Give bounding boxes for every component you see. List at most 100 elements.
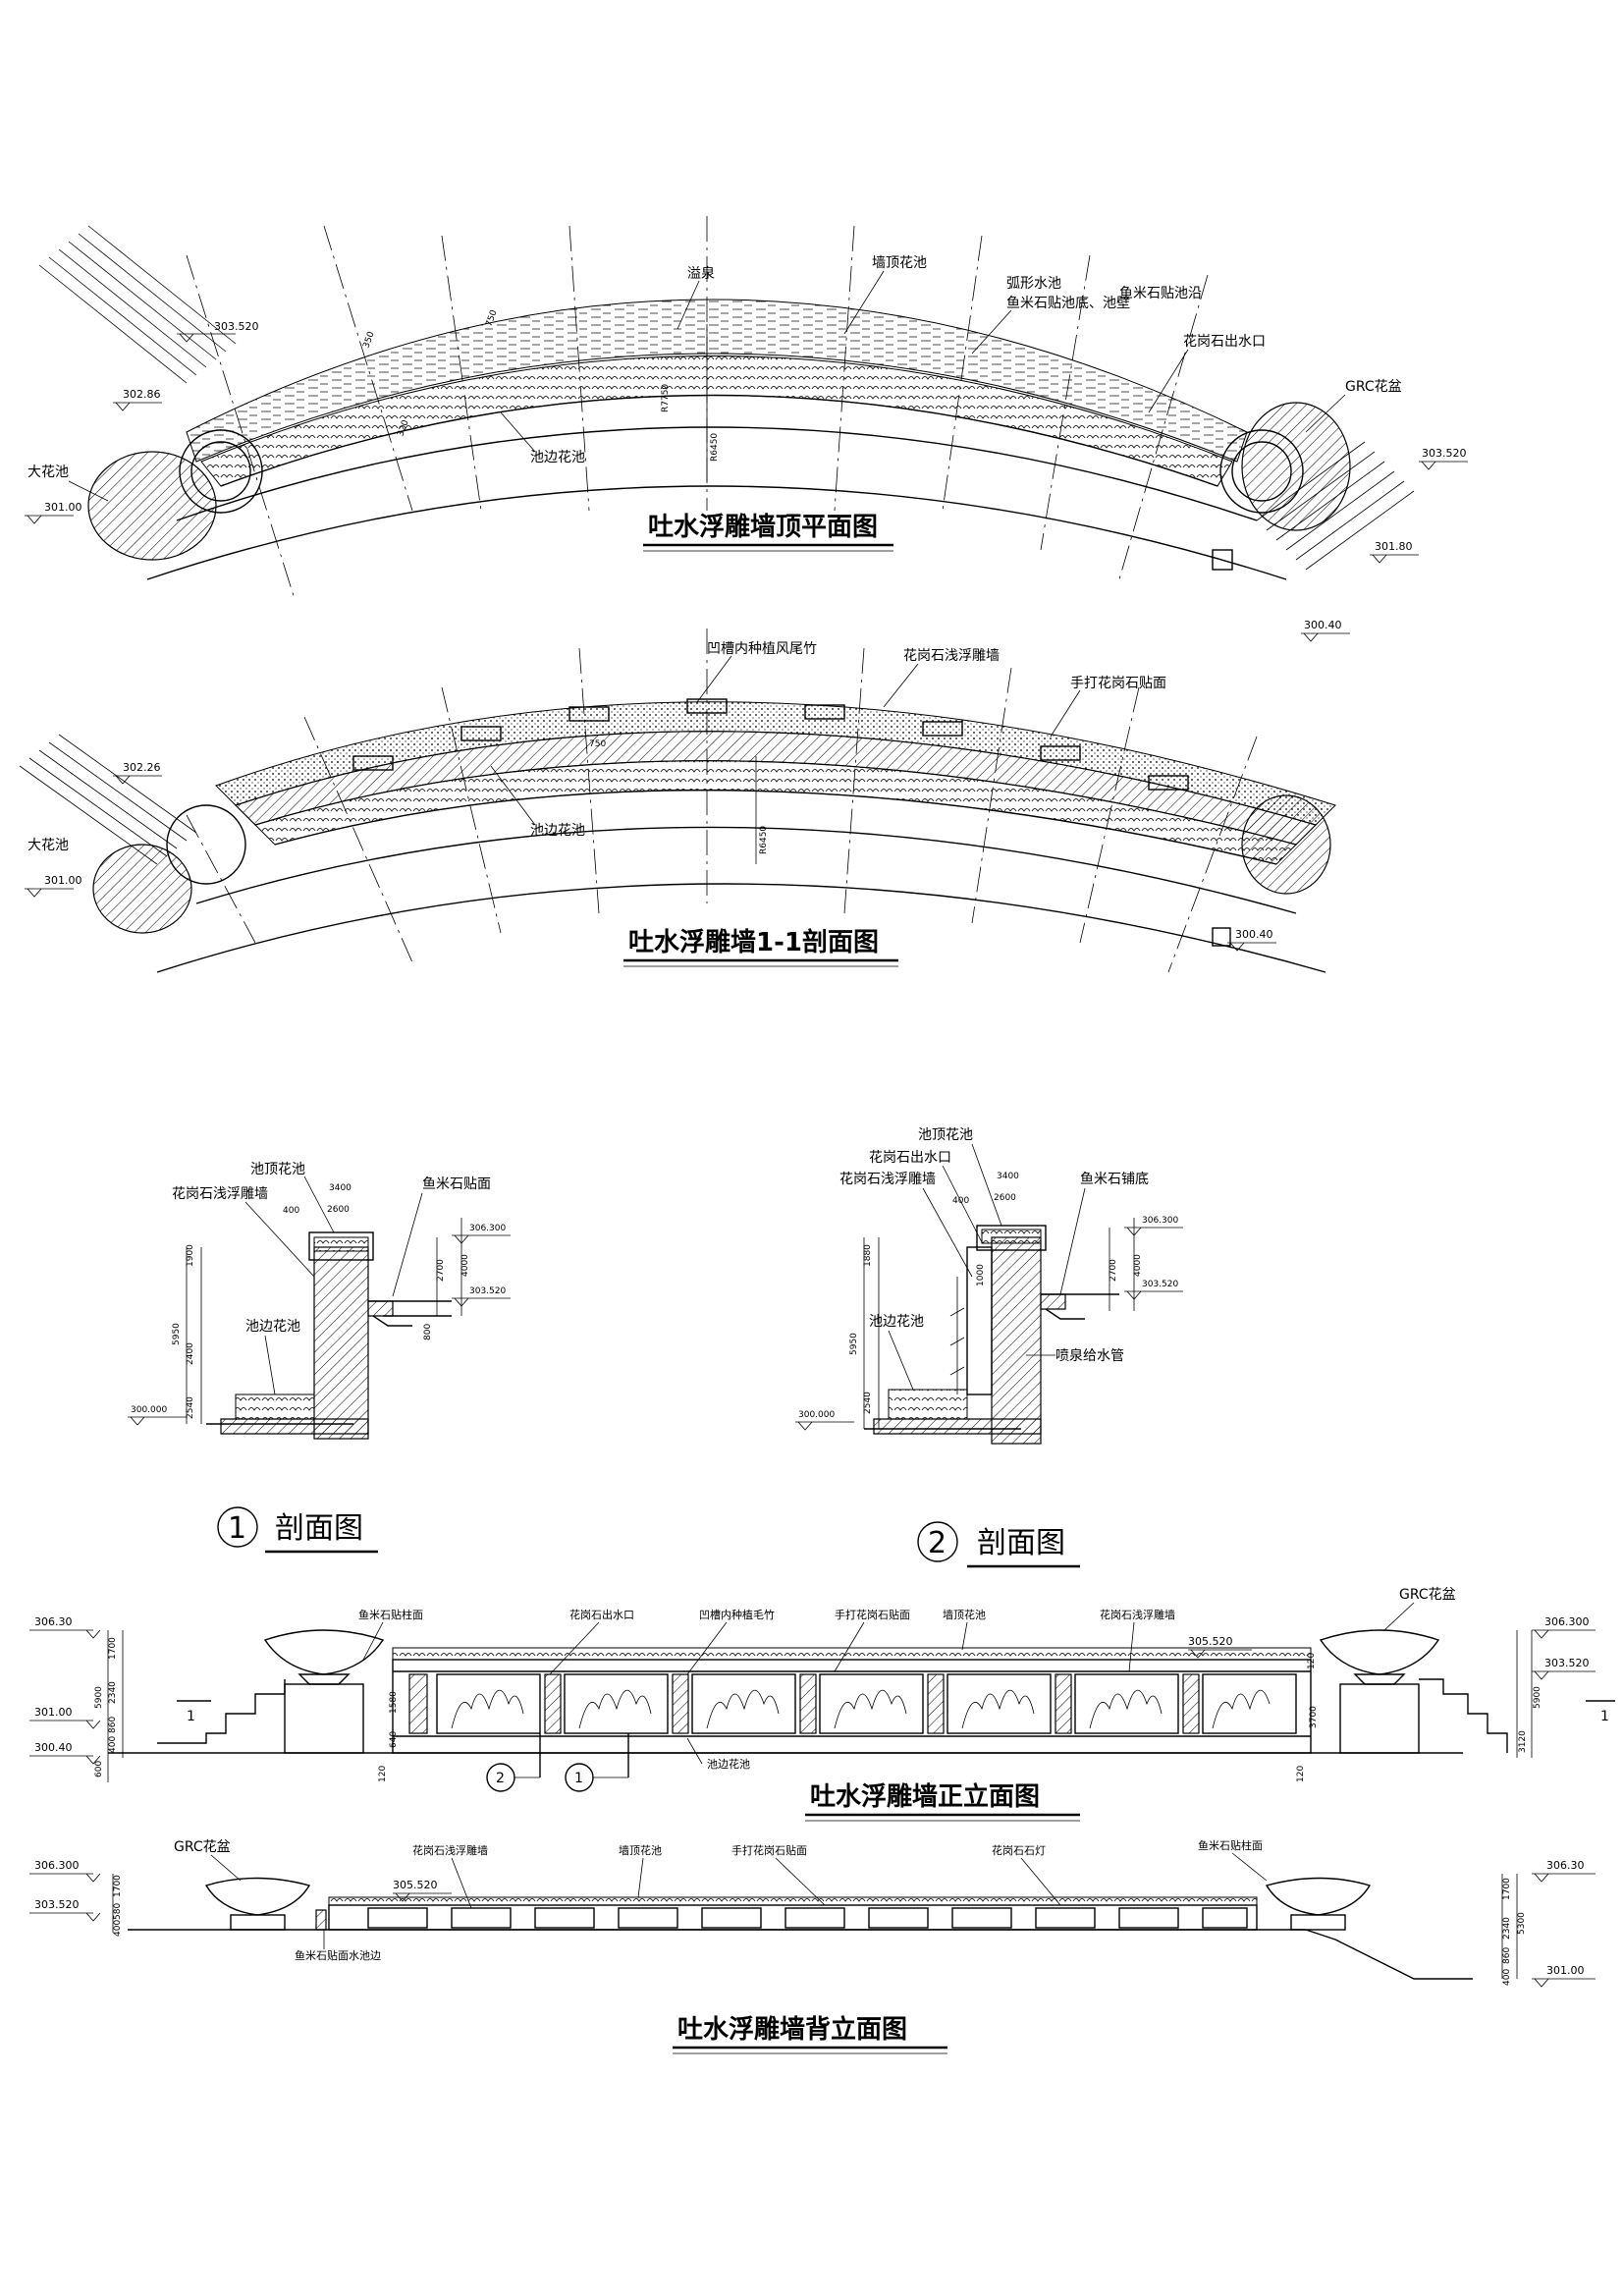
d2-label-top-planter: 池顶花池 [918, 1127, 973, 1143]
plan-title: 吐水浮雕墙顶平面图 [648, 513, 878, 542]
d2-label-granite-outlet: 花岗石出水口 [869, 1150, 951, 1166]
s11-elev-2: 301.00 [25, 874, 82, 898]
back-leader-3 [637, 1857, 644, 1898]
s11-dim-750: 750 [589, 739, 606, 749]
front-left-pot [263, 1629, 385, 1675]
back-leader-2 [451, 1857, 472, 1909]
d2-top-planter [976, 1225, 1047, 1251]
d2-wall [991, 1236, 1042, 1445]
front-left-pot-base [298, 1673, 351, 1685]
s11-label-hand-granite: 手打花岗石贴面 [1070, 675, 1166, 691]
front-dim-h: 1580 [389, 1691, 399, 1714]
s11-label-big-planter: 大花池 [27, 838, 69, 853]
plan-elev-6: 300.40 [1301, 619, 1350, 642]
d1-dim-h5: 2700 [436, 1259, 446, 1282]
front-outlets [408, 1673, 1200, 1734]
front-relief-panels [436, 1673, 1297, 1734]
svg-text:306.300: 306.300 [34, 1859, 80, 1872]
back-elev-r2: 301.00 [1532, 1964, 1596, 1988]
svg-text:303.520: 303.520 [214, 320, 259, 333]
d2-leader-3 [922, 1187, 973, 1278]
d1-top-planter-fill [313, 1236, 369, 1252]
d2-dim-h5: 4000 [1133, 1254, 1143, 1277]
front-title: 吐水浮雕墙正立面图 [810, 1781, 1040, 1812]
front-left-column [284, 1683, 364, 1754]
s11-label-groove-bamboo: 凹槽内种植风尾竹 [707, 641, 817, 657]
back-dim-c: 400 [113, 1920, 123, 1937]
d1-dim-h6: 4000 [460, 1254, 470, 1277]
d1-dim-w1: 3400 [329, 1183, 352, 1193]
front-leader-3 [686, 1621, 728, 1675]
back-elev-mid: 305.520 [393, 1879, 452, 1902]
s11-edge-3 [156, 883, 1326, 973]
s11-dim-r6450: R6450 [759, 826, 769, 854]
svg-text:302.86: 302.86 [123, 388, 161, 401]
svg-text:300.000: 300.000 [798, 1410, 835, 1420]
svg-text:306.300: 306.300 [469, 1224, 506, 1233]
front-right-stair [1419, 1678, 1508, 1753]
front-dim-a: 1700 [108, 1637, 118, 1660]
d2-elev-2: 303.520 [1124, 1280, 1183, 1300]
s11-edge-1 [274, 789, 1277, 865]
back-leader-4 [775, 1857, 826, 1906]
front-dim-f: 5900 [94, 1686, 104, 1709]
plan-right-big-planter [1241, 402, 1351, 531]
s11-label-side-planter: 池边花池 [530, 823, 585, 839]
d1-elev-2: 303.520 [452, 1286, 511, 1307]
front-elev-r1: 306.300 [1532, 1615, 1596, 1639]
svg-text:303.520: 303.520 [1544, 1657, 1590, 1669]
svg-text:306.300: 306.300 [1544, 1615, 1590, 1628]
front-dim-m: 3120 [1518, 1730, 1528, 1753]
back-title: 吐水浮雕墙背立面图 [677, 2014, 907, 2045]
front-dim-c: 860 [108, 1717, 118, 1733]
plan-arc-pool [186, 299, 1248, 463]
back-dim-g: 400 [1502, 1969, 1512, 1986]
d1-title: 剖面图 [275, 1511, 363, 1546]
d1-label-side-planter: 池边花池 [245, 1319, 300, 1335]
svg-text:305.520: 305.520 [1188, 1635, 1233, 1648]
d2-top-planter-fill [981, 1229, 1042, 1244]
plan-leader-2 [843, 270, 885, 335]
d2-right-pool-base [1040, 1293, 1066, 1310]
back-dim-h: 5300 [1517, 1912, 1527, 1935]
d1-label-granite-relief: 花岗石浅浮雕墙 [172, 1186, 268, 1202]
front-section-mark-left: 1 [187, 1709, 195, 1724]
back-label-pebble-edge: 鱼米石贴面水池边 [295, 1948, 381, 1962]
front-right-pot-base [1353, 1673, 1406, 1685]
d1-side-planter [235, 1394, 315, 1420]
plan-walkway-edge [176, 426, 1258, 521]
plan-leader-6 [68, 480, 109, 502]
d1-dim-w2: 2600 [327, 1205, 350, 1215]
d2-label-side-planter: 池边花池 [869, 1314, 924, 1330]
d1-right-pool-base [367, 1300, 394, 1317]
plan-left-steps [38, 225, 237, 384]
plan-right-grc-ring [1219, 429, 1304, 514]
front-dim-k: 3700 [1309, 1706, 1319, 1728]
d1-leader-2 [244, 1201, 315, 1278]
plan-leader-4 [1148, 349, 1189, 413]
plan-walkway-edge-2 [146, 485, 1287, 580]
back-label-granite-relief: 花岗石浅浮雕墙 [412, 1843, 488, 1857]
front-label-granite-outlet: 花岗石出水口 [569, 1608, 634, 1621]
front-dim-o: 120 [1307, 1653, 1317, 1669]
back-left-post [315, 1909, 327, 1931]
back-wall [328, 1904, 1258, 1931]
plan-dim-r6450: R6450 [710, 433, 720, 462]
d2-label-granite-relief: 花岗石浅浮雕墙 [839, 1172, 936, 1187]
back-left-base [230, 1914, 286, 1931]
d1-dim-h4: 5950 [172, 1323, 182, 1345]
front-leader-5 [961, 1621, 968, 1651]
front-wall [392, 1659, 1312, 1754]
front-leader-7 [1383, 1602, 1415, 1631]
d2-leader-5 [888, 1330, 914, 1391]
front-right-column [1339, 1683, 1420, 1754]
svg-text:301.00: 301.00 [34, 1706, 73, 1719]
front-dim-d: 400 [108, 1736, 118, 1753]
svg-text:306.300: 306.300 [1142, 1216, 1178, 1226]
back-elev-l1: 306.300 [29, 1859, 101, 1883]
front-label-pebble-column: 鱼米石贴柱面 [358, 1608, 423, 1621]
front-label-hand-granite: 手打花岗石贴面 [835, 1608, 910, 1621]
front-right-pot [1319, 1629, 1440, 1675]
svg-text:303.520: 303.520 [1422, 447, 1467, 460]
back-label-pebble-column: 鱼米石贴柱面 [1198, 1838, 1263, 1852]
